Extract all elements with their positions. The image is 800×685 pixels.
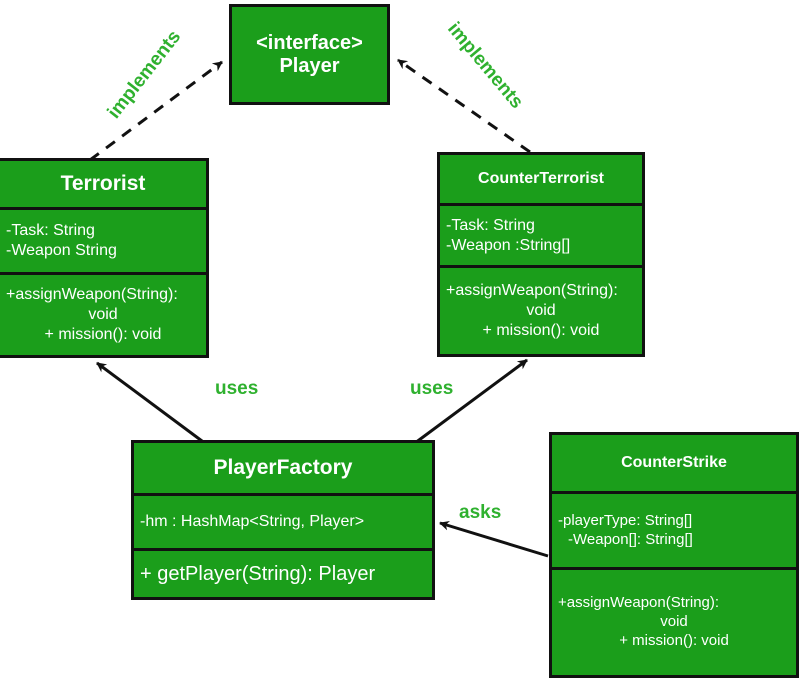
class-method-continuation: void <box>660 613 688 631</box>
connector-playerfactory-uses-terrorist <box>96 361 207 446</box>
class-fields-playerfactory: -hm : HashMap<String, Player> <box>134 493 432 548</box>
edge-label-uses-terrorist: uses <box>215 378 259 399</box>
class-field: -Weapon :String[] <box>446 236 571 254</box>
class-method-continuation: void <box>526 302 556 319</box>
class-methods-terrorist: +assignWeapon(String): void + mission():… <box>0 272 206 355</box>
class-field: -playerType: String[] <box>558 511 693 529</box>
class-methods-playerfactory: + getPlayer(String): Player <box>134 548 432 597</box>
class-box-counterstrike[interactable]: CounterStrike -playerType: String[] -Wea… <box>549 432 799 678</box>
class-box-player[interactable]: <interface> Player <box>229 4 390 105</box>
class-method: +assignWeapon(String): <box>446 282 618 299</box>
class-box-playerfactory[interactable]: PlayerFactory -hm : HashMap<String, Play… <box>131 440 435 600</box>
class-header-player: <interface> Player <box>232 7 387 102</box>
class-method: + mission(): void <box>482 322 600 339</box>
connector-playerfactory-uses-counterterrorist <box>414 358 528 445</box>
class-method: + mission(): void <box>44 326 162 343</box>
class-header-playerfactory: PlayerFactory <box>134 443 432 493</box>
class-header-terrorist: Terrorist <box>0 161 206 207</box>
connector-counterstrike-asks-playerfactory <box>439 520 549 558</box>
class-header-counterstrike: CounterStrike <box>552 435 796 491</box>
edge-label-implements-terrorist: implements <box>103 26 186 123</box>
class-title-terrorist: Terrorist <box>60 171 146 195</box>
class-field: -Task: String <box>6 222 95 239</box>
class-box-terrorist[interactable]: Terrorist -Task: String -Weapon String +… <box>0 158 209 358</box>
class-method: + mission(): void <box>619 631 729 649</box>
class-title-counterterrorist: CounterTerrorist <box>478 169 604 187</box>
class-fields-counterterrorist: -Task: String -Weapon :String[] <box>440 203 642 265</box>
class-field: -Weapon[]: String[] <box>568 530 693 548</box>
class-methods-counterstrike: +assignWeapon(String): void + mission():… <box>552 567 796 675</box>
class-box-counterterrorist[interactable]: CounterTerrorist -Task: String -Weapon :… <box>437 152 645 357</box>
edge-label-asks: asks <box>459 502 502 523</box>
class-header-counterterrorist: CounterTerrorist <box>440 155 642 203</box>
class-field: -Weapon String <box>6 242 117 259</box>
class-fields-counterstrike: -playerType: String[] -Weapon[]: String[… <box>552 491 796 567</box>
class-method: +assignWeapon(String): <box>558 594 720 612</box>
edge-label-uses-counterterrorist: uses <box>410 378 454 399</box>
class-field: -Task: String <box>446 216 535 234</box>
class-method: + getPlayer(String): Player <box>140 562 376 585</box>
class-title-playerfactory: PlayerFactory <box>213 455 353 479</box>
class-field: -hm : HashMap<String, Player> <box>140 513 365 530</box>
edge-label-implements-counterterrorist: implements <box>443 18 528 113</box>
class-title-counterstrike: CounterStrike <box>621 453 727 471</box>
class-methods-counterterrorist: +assignWeapon(String): void + mission():… <box>440 265 642 354</box>
class-method-continuation: void <box>88 306 118 323</box>
class-fields-terrorist: -Task: String -Weapon String <box>0 207 206 272</box>
class-stereotype-player: <interface> <box>256 31 363 54</box>
class-method: +assignWeapon(String): <box>6 286 178 303</box>
class-title-player: Player <box>279 54 340 77</box>
